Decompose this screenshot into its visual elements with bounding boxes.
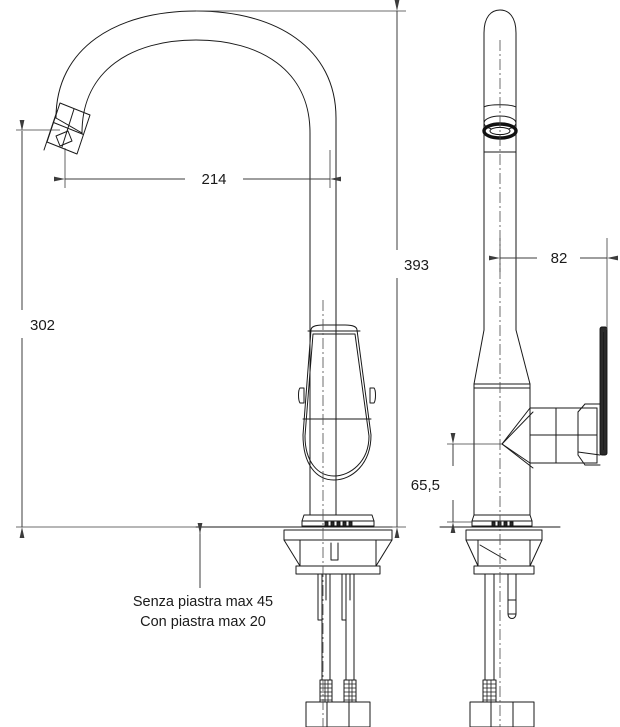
side-hex-nut [469, 701, 535, 727]
dimension-label-handle-height: 65,5 [411, 477, 440, 494]
side-deck-flange [471, 514, 533, 527]
dimension-label-handle-projection: 82 [551, 250, 568, 267]
dimension-handle-height: 65,5 [411, 433, 502, 533]
side-flange-serration [491, 521, 514, 527]
lever-handle-front [298, 324, 376, 481]
note-line-2: Con piastra max 20 [140, 614, 266, 630]
flange-serration [324, 521, 353, 527]
side-supply-shank [469, 573, 535, 727]
dimension-label-outlet-height: 302 [30, 317, 55, 334]
dimension-label-overall-height: 393 [404, 257, 429, 274]
note-line-1: Senza piastra max 45 [133, 594, 273, 610]
side-valve-housing [473, 329, 531, 521]
side-threaded-end [482, 679, 497, 703]
front-supply-shanks [305, 573, 371, 727]
front-view [43, 10, 393, 727]
threaded-ends [319, 679, 357, 703]
side-spout-body [483, 9, 517, 331]
dimension-label-spout-reach: 214 [201, 171, 226, 188]
dimension-handle-projection: 82 [489, 238, 618, 330]
front-deck-flange [301, 514, 375, 527]
lever-handle-side [501, 326, 608, 469]
spout-aerator [43, 102, 91, 155]
side-view [439, 9, 608, 727]
spout-gooseneck [55, 10, 337, 338]
side-mounting-bracket [465, 529, 543, 575]
dimension-overall-height: 393 [196, 0, 429, 538]
front-mounting-bracket [283, 529, 393, 575]
dimension-spout-reach: 214 [54, 148, 341, 188]
hex-nut [305, 701, 371, 727]
dimension-outlet-height: 302 [16, 120, 196, 538]
